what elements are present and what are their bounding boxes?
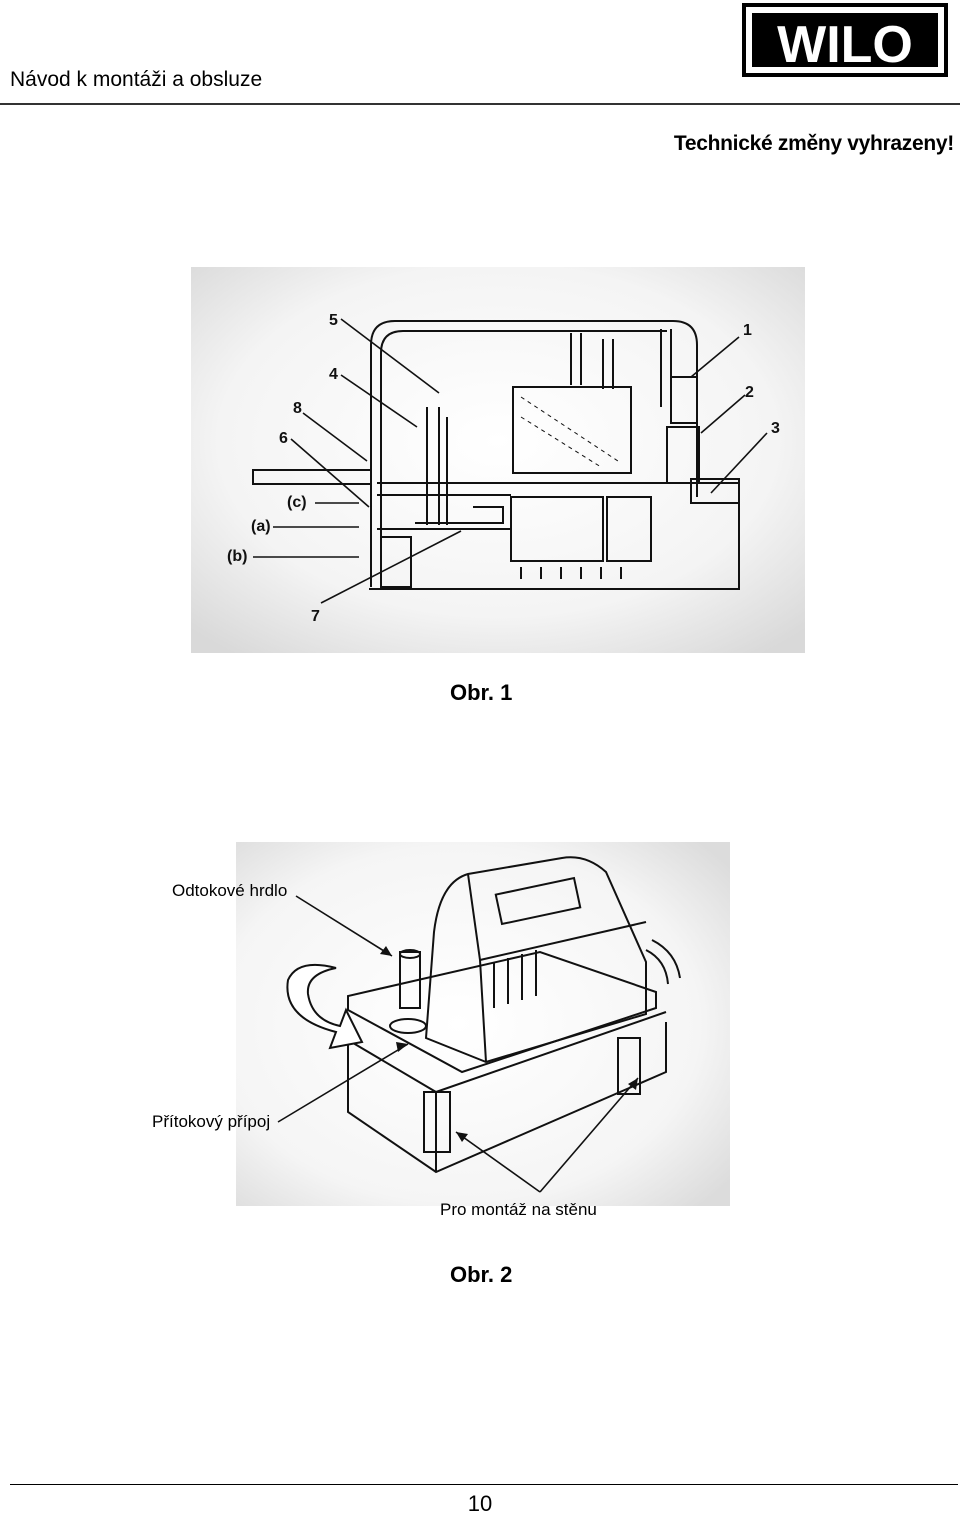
callout-3: 3 xyxy=(771,420,780,437)
callout-7: 7 xyxy=(311,608,320,625)
label-inlet-connection: Přítokový přípoj xyxy=(152,1112,271,1131)
port-label-b: (b) xyxy=(227,548,247,565)
disclaimer-text: Technické změny vyhrazeny! xyxy=(673,132,954,155)
logo-lettering: WILO xyxy=(777,16,913,73)
leader-3 xyxy=(710,432,768,494)
document-title: Návod k montáži a obsluze xyxy=(10,68,263,91)
leader-8 xyxy=(302,412,368,462)
leader-4 xyxy=(340,374,418,428)
figure-1-cross-section: 5 4 8 6 7 1 2 3 (c) (a) (b) xyxy=(191,267,805,653)
leader-7 xyxy=(320,530,462,604)
callout-4: 4 xyxy=(329,366,338,383)
svg-text:WILO: WILO xyxy=(777,16,913,73)
rotate-arrow-icon xyxy=(286,964,364,1050)
figure-1-caption: Obr. 1 xyxy=(450,680,513,705)
callout-2: 2 xyxy=(745,384,754,401)
page-number: 10 xyxy=(467,1491,493,1516)
footer-divider xyxy=(10,1484,958,1485)
callout-8: 8 xyxy=(293,400,302,417)
callout-5: 5 xyxy=(329,312,338,329)
leader-5 xyxy=(340,318,440,394)
header-divider xyxy=(0,103,960,105)
port-label-a: (a) xyxy=(251,518,271,535)
label-outlet-nozzle: Odtokové hrdlo xyxy=(172,881,288,900)
leader-6 xyxy=(290,438,370,508)
wilo-logo: WILO xyxy=(742,3,948,77)
figure-2-unit-view xyxy=(236,842,730,1206)
callout-1: 1 xyxy=(743,322,752,339)
figure-2-caption: Obr. 2 xyxy=(450,1262,513,1287)
leader-1 xyxy=(690,336,740,378)
leader-2 xyxy=(700,394,746,434)
callout-6: 6 xyxy=(279,430,288,447)
port-label-c: (c) xyxy=(287,494,307,511)
label-wall-mounting: Pro montáž na stěnu xyxy=(440,1200,597,1219)
